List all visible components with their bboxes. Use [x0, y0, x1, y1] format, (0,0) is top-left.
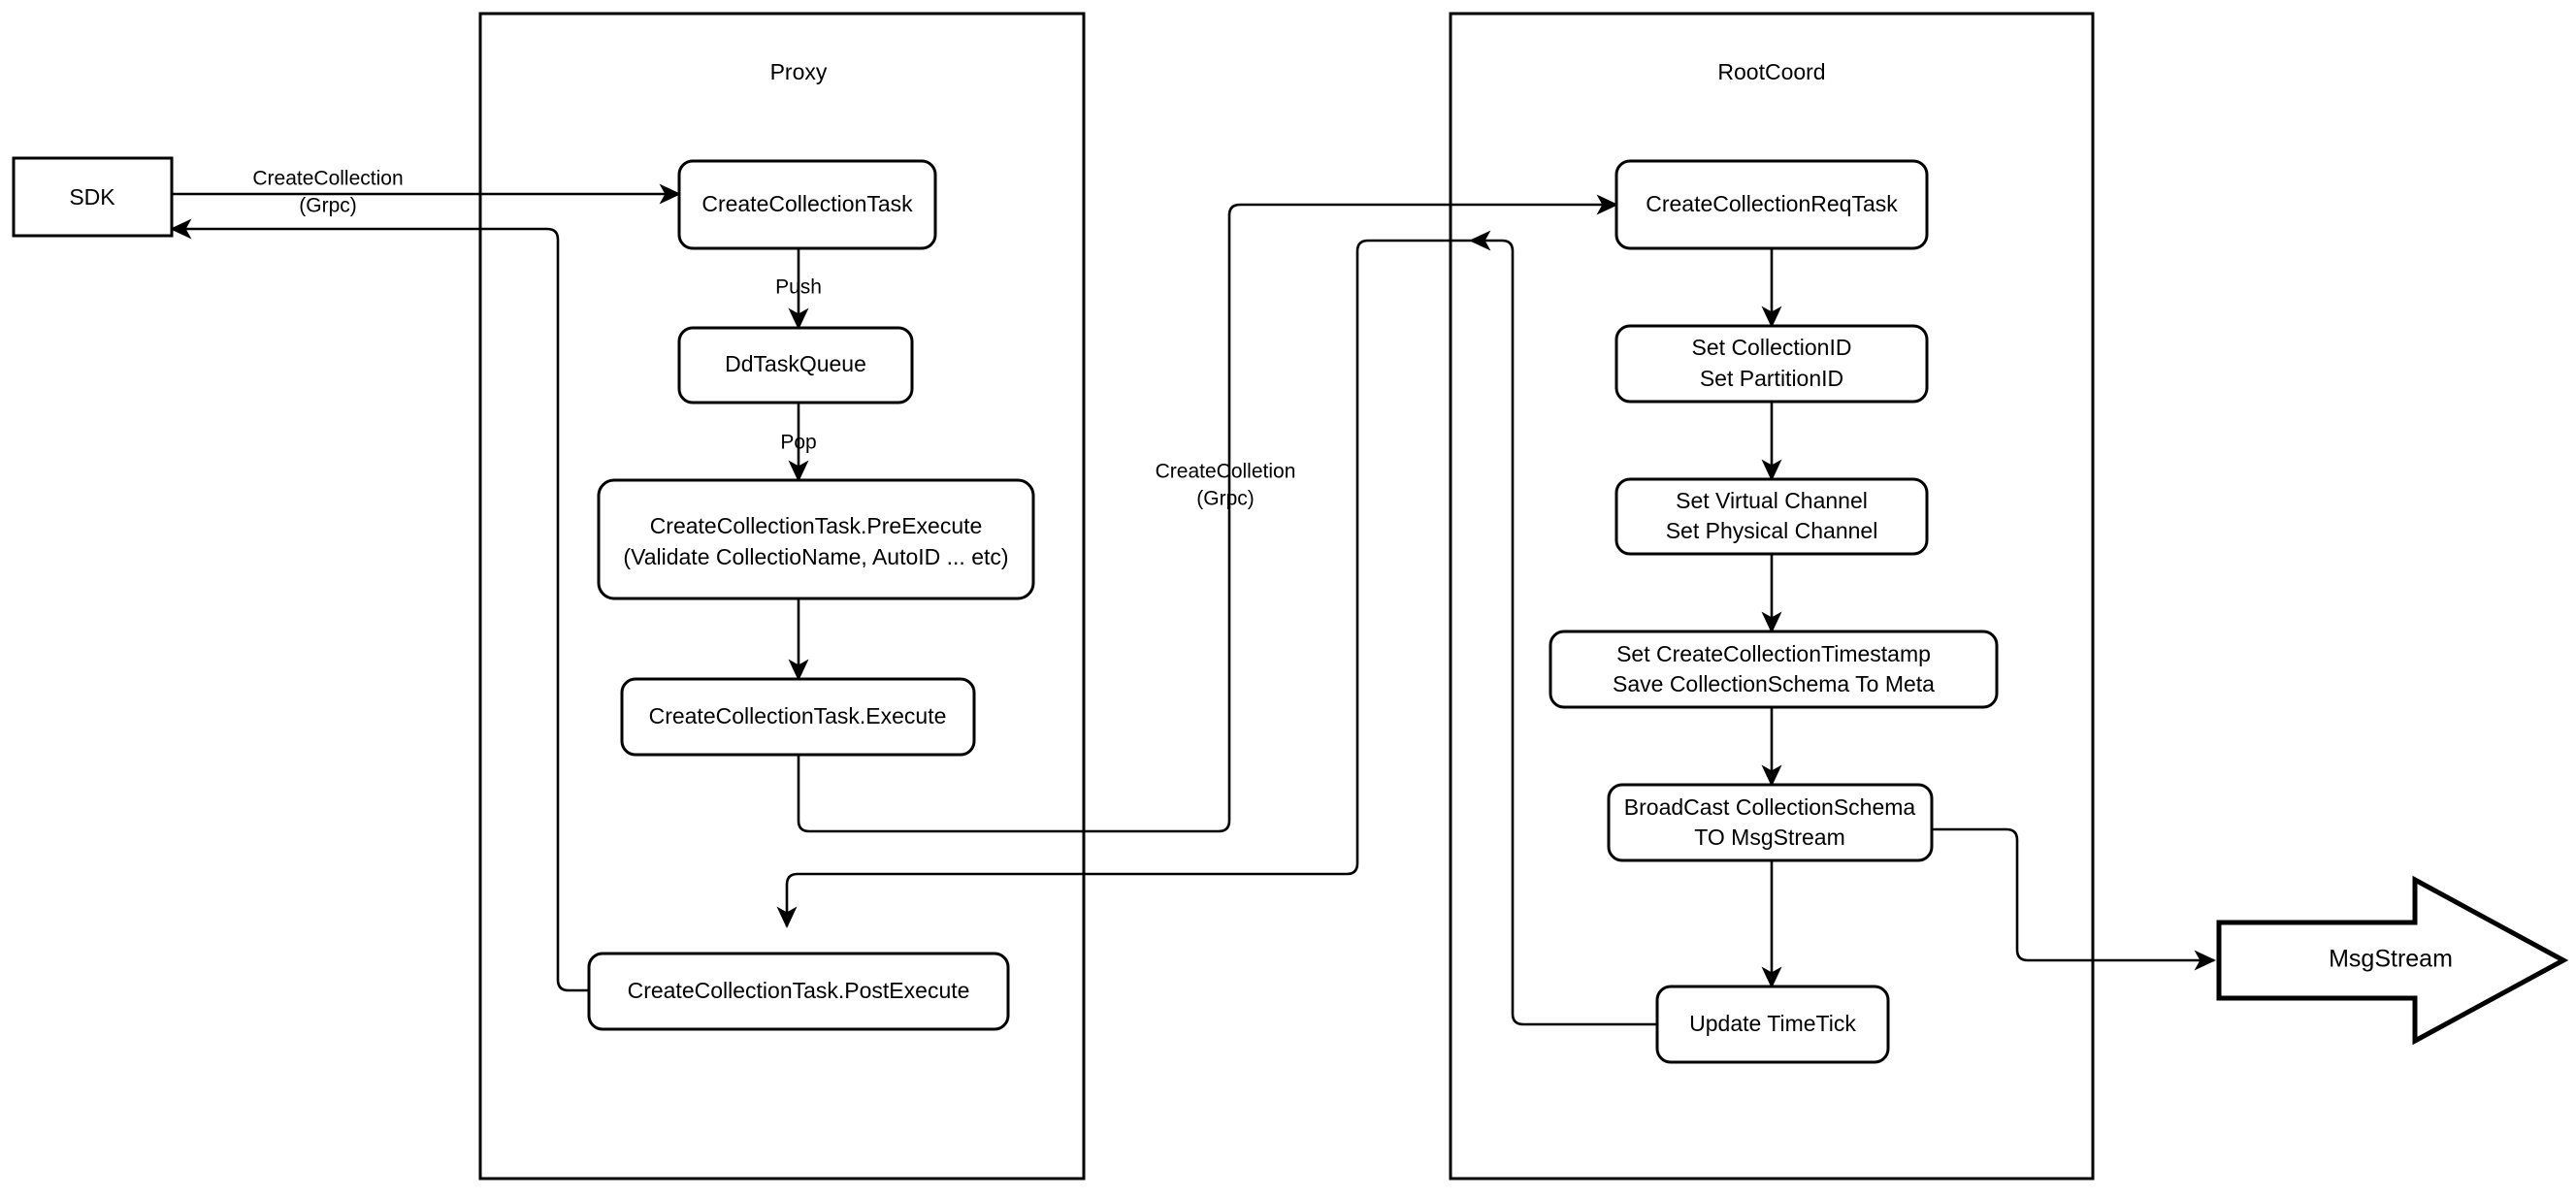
node-set-ids-label-line2: Set PartitionID [1700, 366, 1843, 391]
node-execute[interactable] [620, 677, 976, 757]
node-preexecute-label-line2: (Validate CollectioName, AutoID ... etc) [623, 544, 1008, 569]
edge-updatetimetick-to-return [1469, 230, 1657, 1026]
node-postexecute-label: CreateCollectionTask.PostExecute [628, 978, 970, 1003]
edge-label-createcollection-grpc-line1: CreateCollection [252, 168, 403, 190]
node-set-timestamp-label-line1: Set CreateCollectionTimestamp [1616, 641, 1931, 666]
edge-postexecute-to-sdk [170, 218, 589, 992]
node-broadcast[interactable] [1607, 783, 1934, 862]
node-set-ids[interactable] [1614, 324, 1929, 404]
edge-label-push: Push [775, 276, 822, 299]
node-execute-label: CreateCollectionTask.Execute [649, 703, 947, 728]
edge-label-createcolletion-grpc-line2: (Grpc) [1196, 488, 1255, 510]
node-preexecute[interactable] [597, 478, 1035, 600]
node-create-collection-task-label: CreateCollectionTask [701, 191, 913, 216]
node-ddtaskqueue[interactable] [677, 326, 914, 404]
node-sdk[interactable] [12, 156, 174, 238]
node-create-collection-req-task-label: CreateCollectionReqTask [1646, 191, 1898, 216]
node-set-timestamp-label-line2: Save CollectionSchema To Meta [1613, 671, 1935, 696]
node-ddtaskqueue-label: DdTaskQueue [725, 351, 866, 376]
node-create-collection-req-task[interactable] [1614, 159, 1929, 250]
lane-proxy-label: Proxy [770, 59, 828, 84]
edge-broadcast-to-msgstream [1932, 827, 2216, 971]
node-broadcast-label-line1: BroadCast CollectionSchema [1624, 794, 1916, 820]
node-msgstream-label: MsgStream [2329, 946, 2453, 973]
edge-label-pop: Pop [780, 432, 816, 454]
node-broadcast-label-line2: TO MsgStream [1694, 825, 1845, 850]
node-update-timetick[interactable] [1655, 985, 1890, 1064]
edge-execute-to-rootcoord [797, 194, 1618, 833]
node-set-timestamp[interactable] [1549, 630, 1999, 709]
node-set-channels-label-line2: Set Physical Channel [1666, 518, 1878, 543]
lane-rootcoord-label: RootCoord [1717, 59, 1825, 84]
edge-label-createcollection-grpc-line2: (Grpc) [299, 195, 357, 217]
node-msgstream[interactable] [2216, 875, 2569, 1046]
node-create-collection-task[interactable] [677, 159, 937, 250]
node-sdk-label: SDK [69, 184, 115, 210]
edge-rootcoord-to-postexecute [776, 239, 1471, 928]
node-set-channels[interactable] [1614, 477, 1929, 556]
node-preexecute-label-line1: CreateCollectionTask.PreExecute [650, 513, 983, 538]
node-update-timetick-label: Update TimeTick [1689, 1011, 1856, 1036]
node-set-ids-label-line1: Set CollectionID [1692, 335, 1852, 360]
node-postexecute[interactable] [587, 952, 1010, 1031]
node-set-channels-label-line1: Set Virtual Channel [1676, 488, 1868, 513]
edge-label-createcolletion-grpc-line1: CreateColletion [1156, 461, 1296, 483]
